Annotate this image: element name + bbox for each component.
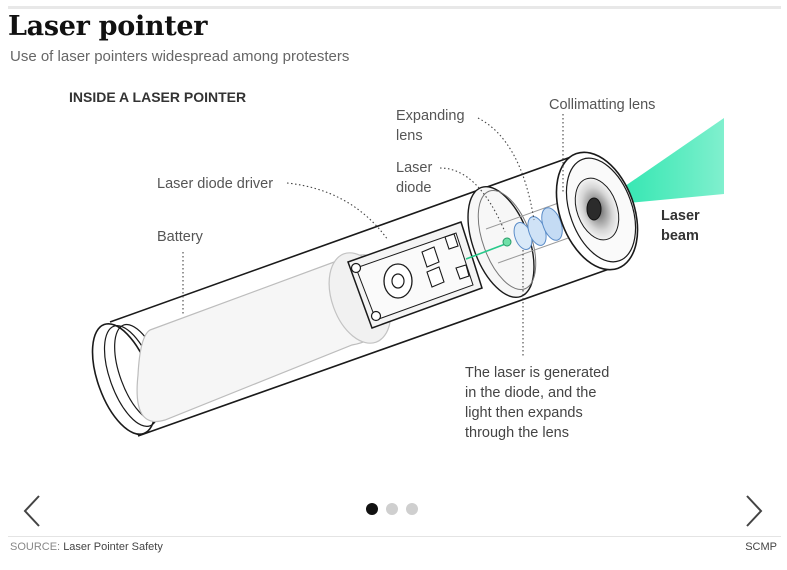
label-laser-beam-line2: beam xyxy=(661,228,699,244)
diagram-section-title: INSIDE A LASER POINTER xyxy=(69,89,247,105)
label-battery: Battery xyxy=(157,229,204,245)
label-laser-diode-line1: Laser xyxy=(396,160,432,176)
leader-driver xyxy=(286,182,389,241)
note-line-3: light then expands xyxy=(465,405,583,421)
next-slide-button[interactable] xyxy=(744,494,764,528)
source-name: Laser Pointer Safety xyxy=(63,541,163,553)
page-dot-1[interactable] xyxy=(366,503,378,515)
laser-diode-driver xyxy=(347,221,483,329)
label-laser-beam-line1: Laser xyxy=(661,208,700,224)
source-line: SOURCE: Laser Pointer Safety xyxy=(10,541,163,553)
top-rule xyxy=(8,6,781,9)
label-laser-diode-driver: Laser diode driver xyxy=(157,176,273,192)
page-dot-3[interactable] xyxy=(406,503,418,515)
note-line-2: in the diode, and the xyxy=(465,385,596,401)
credit: SCMP xyxy=(745,541,777,553)
label-collimating-lens: Collimatting lens xyxy=(549,97,655,113)
page-dot-2[interactable] xyxy=(386,503,398,515)
label-expanding-lens-line1: Expanding xyxy=(396,108,465,124)
page-subtitle: Use of laser pointers widespread among p… xyxy=(10,48,350,65)
prev-slide-button[interactable] xyxy=(22,494,42,528)
chevron-left-icon xyxy=(23,495,40,527)
carousel-pagination xyxy=(366,503,418,515)
note-line-1: The laser is generated xyxy=(465,365,609,381)
leader-lines xyxy=(182,114,564,356)
source-prefix: SOURCE: xyxy=(10,541,61,553)
front-cap xyxy=(555,151,639,271)
label-laser-diode-line2: diode xyxy=(396,180,431,196)
footer-rule xyxy=(8,536,781,537)
laser-beam xyxy=(596,118,724,206)
note-line-4: through the lens xyxy=(465,425,569,441)
page-title: Laser pointer xyxy=(8,11,208,42)
chevron-right-icon xyxy=(746,495,763,527)
laser-diode xyxy=(465,237,512,260)
label-expanding-lens-line2: lens xyxy=(396,128,423,144)
